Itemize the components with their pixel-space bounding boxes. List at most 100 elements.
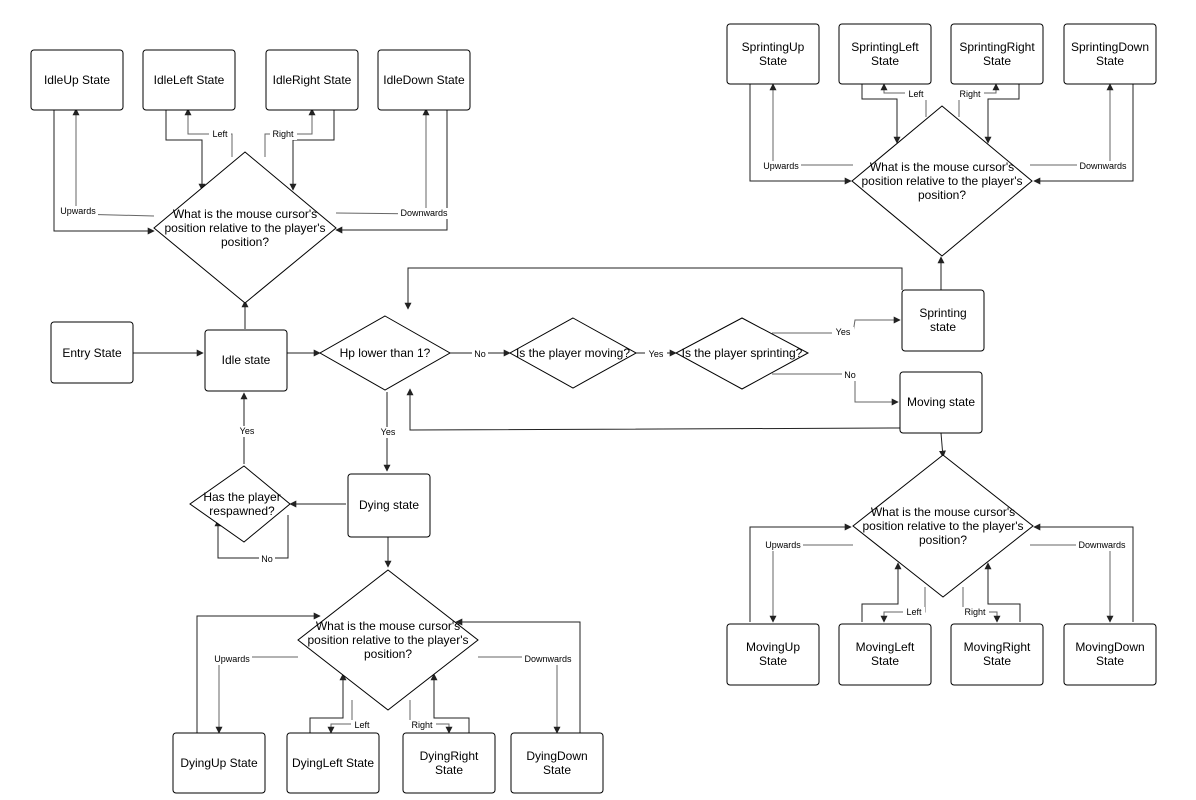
- edge-label-yes: Yes: [377, 427, 399, 438]
- label-dying-up: DyingUp State: [180, 756, 258, 770]
- label-idle-down: IdleDown State: [383, 73, 465, 87]
- edge-label-left: Left: [351, 720, 373, 731]
- node-moving-decision: [852, 454, 1034, 598]
- node-idle-left: [142, 49, 236, 111]
- edge-label-text: Right: [272, 129, 294, 139]
- edge-label-no: No: [472, 349, 488, 360]
- node-dying-right: [402, 732, 496, 794]
- edge-label-text: Downwards: [400, 208, 448, 218]
- label-entry: Entry State: [62, 346, 122, 360]
- label-idle-right: IdleRight State: [273, 73, 352, 87]
- edge-label-no: No: [842, 370, 858, 381]
- edge-idle-decision-to-idledown: [335, 108, 430, 215]
- node-dying-left: [286, 732, 380, 794]
- node-sprinting: [901, 289, 985, 352]
- label-moving: Moving state: [907, 395, 975, 409]
- edge-label-text: No: [474, 349, 486, 359]
- edge-label-left: Left: [209, 129, 231, 140]
- edge-idleup-to-idle-decision: [53, 109, 155, 235]
- nodes: [30, 23, 1157, 794]
- edge-moving-decision-to-movingdown: [1030, 544, 1114, 623]
- edge-dying-decision-to-dyingup: [215, 656, 298, 734]
- edge-sprint-decision-to-sprintup: [769, 83, 853, 166]
- edge-label-downwards: Downwards: [522, 654, 574, 665]
- edge-dyingup-to-dying-decision: [196, 612, 321, 733]
- label-hp-check: Hp lower than 1?: [340, 346, 431, 360]
- edge-label-text: Upwards: [765, 540, 801, 550]
- edge-label-text: No: [261, 554, 273, 564]
- edge-label-text: Left: [906, 607, 922, 617]
- edge-idleright-to-idle-decision: [289, 109, 335, 191]
- label-idle-left: IdleLeft State: [154, 73, 225, 87]
- edge-dying-decision-to-dyingdown: [478, 656, 561, 734]
- edge-label-text: Upwards: [214, 654, 250, 664]
- edge-label-text: Yes: [240, 426, 255, 436]
- label-is-moving: Is the player moving?: [516, 346, 630, 360]
- label-idle: Idle state: [222, 353, 271, 367]
- node-is-sprinting: [674, 317, 810, 390]
- node-idle-down: [377, 49, 471, 111]
- edge-respawned-loop: [214, 515, 289, 559]
- edge-sprinting-to-hp-check: [404, 267, 903, 310]
- edge-label-text: Yes: [836, 327, 851, 337]
- node-moving-up: [726, 623, 820, 686]
- node-sprint-right: [950, 23, 1044, 85]
- node-moving: [899, 371, 983, 434]
- edge-label-right: Right: [957, 89, 984, 100]
- node-dying: [347, 473, 431, 538]
- edge-label-text: Right: [964, 607, 986, 617]
- edge-dyingright-to-dying-decision: [430, 673, 470, 733]
- node-sprint-left: [838, 23, 932, 85]
- edge-labels: Upwards Left Right Downwards No Yes Yes …: [58, 89, 1129, 731]
- label-idle-up: IdleUp State: [44, 73, 110, 87]
- node-hp-check: [318, 315, 452, 391]
- edge-label-downwards: Downwards: [398, 208, 450, 219]
- node-labels: IdleUp State IdleLeft State IdleRight St…: [44, 40, 1149, 777]
- node-moving-right: [950, 623, 1044, 686]
- edge-moving-to-moving-decision: [938, 432, 946, 458]
- edge-is-sprinting-to-sprinting: [772, 316, 901, 334]
- edge-label-upwards: Upwards: [763, 540, 803, 551]
- edge-label-text: Downwards: [1078, 540, 1126, 550]
- edge-sprintleft-to-sprint-decision: [861, 84, 901, 144]
- edge-label-right: Right: [409, 720, 436, 731]
- edge-label-right: Right: [270, 129, 297, 140]
- node-dying-up: [172, 732, 266, 794]
- edge-moving-to-hp-check: [406, 388, 901, 431]
- edge-idledown-to-idle-decision: [335, 109, 448, 234]
- edge-label-left: Left: [905, 89, 927, 100]
- edge-label-no: No: [259, 554, 275, 565]
- edge-label-text: Right: [959, 89, 981, 99]
- edge-movingdown-to-moving-decision: [1033, 523, 1134, 622]
- node-dying-decision: [297, 569, 479, 711]
- node-idle-up: [30, 49, 124, 111]
- label-dying-left: DyingLeft State: [292, 756, 374, 770]
- edge-label-text: Yes: [649, 349, 664, 359]
- node-entry: [50, 321, 134, 384]
- edge-movingright-to-moving-decision: [984, 562, 1021, 622]
- edge-sprint-decision-to-sprintdown: [1030, 83, 1114, 166]
- edge-label-text: No: [844, 370, 856, 380]
- edge-label-text: Upwards: [60, 206, 96, 216]
- label-is-sprinting: Is the player sprinting?: [682, 346, 803, 360]
- edge-is-sprinting-to-moving: [772, 373, 899, 406]
- node-sprint-up: [726, 23, 820, 85]
- edge-dyingdown-to-dying-decision: [455, 618, 581, 733]
- edge-label-text: Upwards: [763, 161, 799, 171]
- edge-label-yes: Yes: [832, 327, 854, 338]
- edge-label-text: Downwards: [524, 654, 572, 664]
- edge-label-text: Left: [212, 129, 228, 139]
- node-sprint-decision: [851, 105, 1033, 257]
- edge-label-upwards: Upwards: [58, 206, 98, 217]
- node-is-moving: [508, 317, 638, 389]
- edge-label-right: Right: [962, 607, 989, 618]
